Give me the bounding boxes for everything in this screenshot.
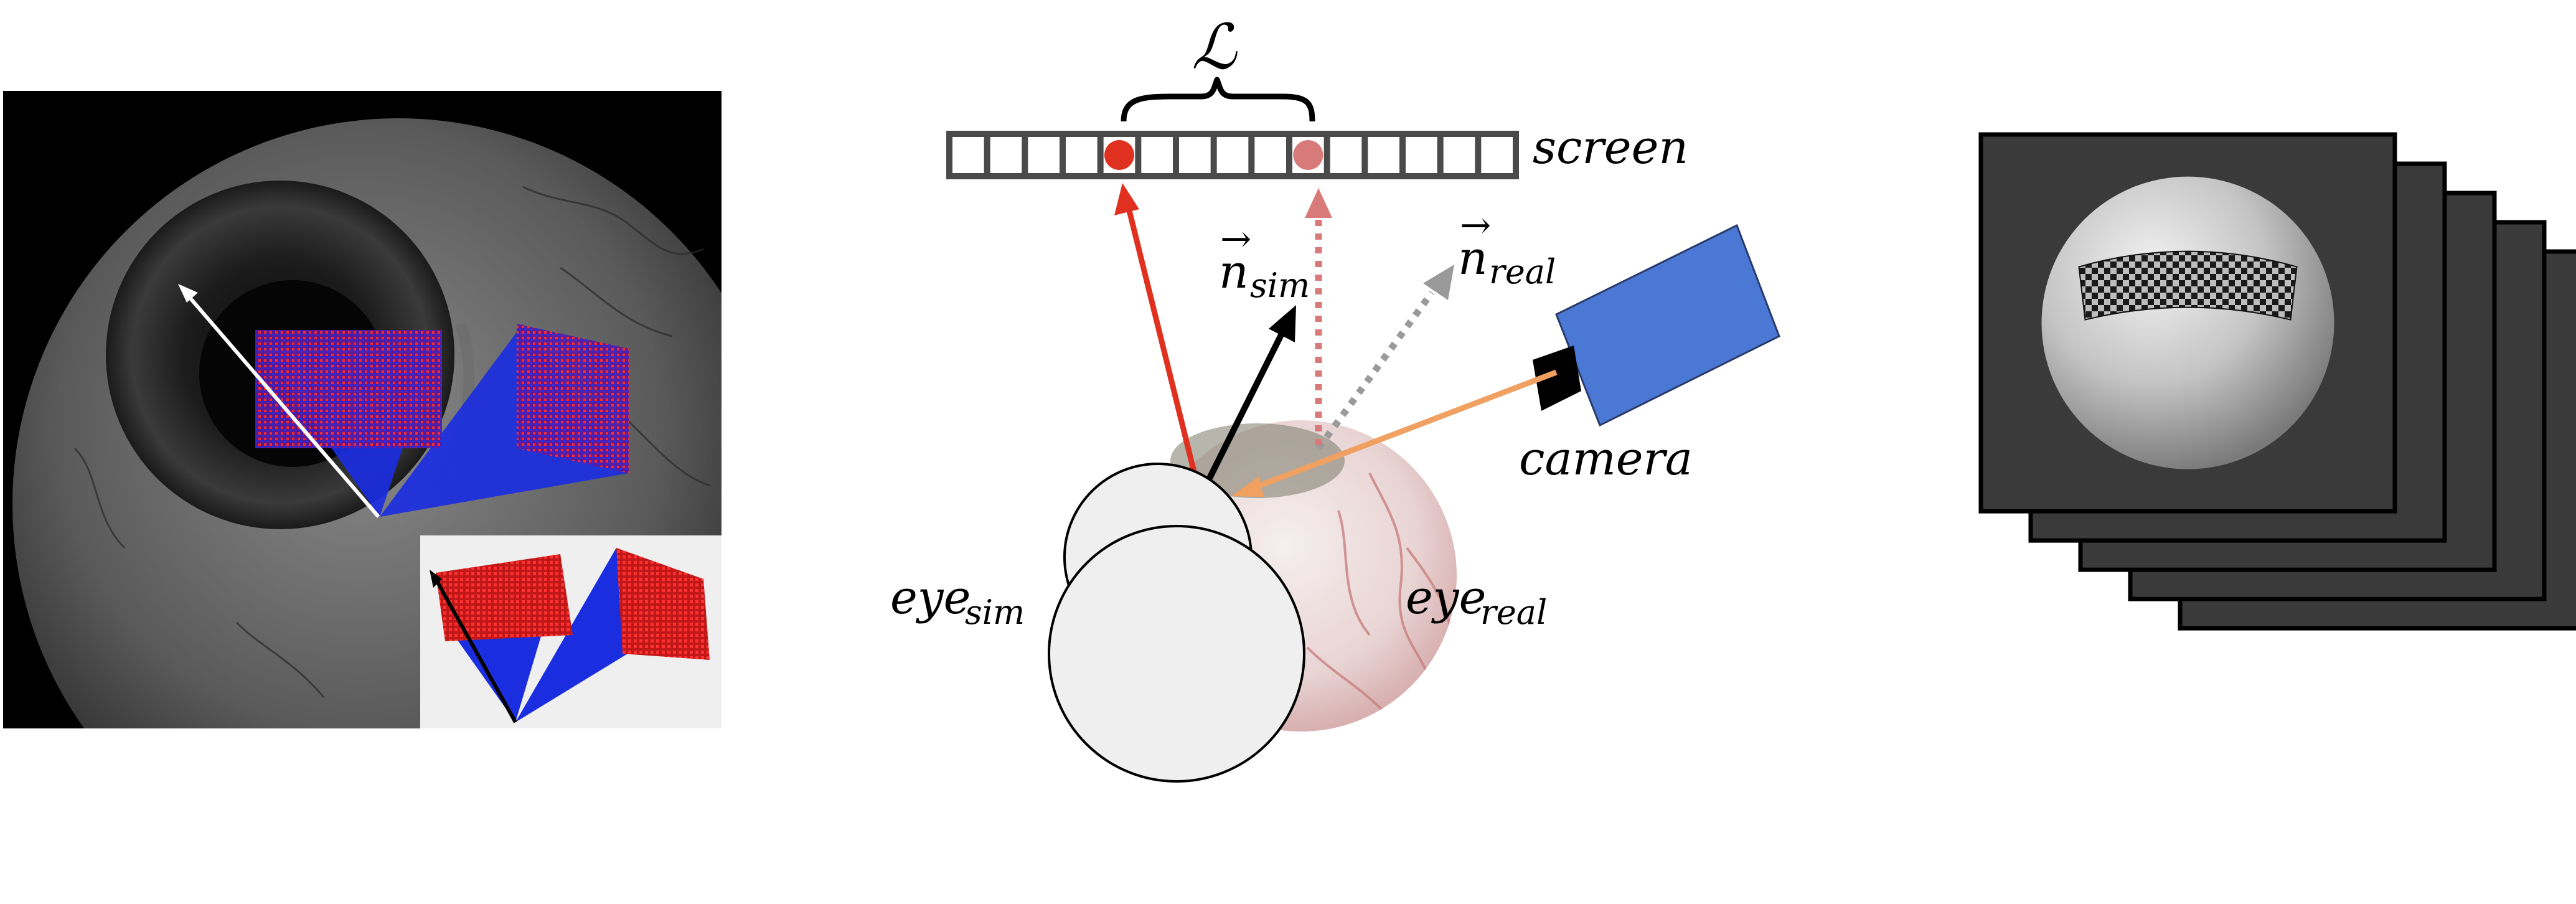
camera-ray bbox=[1250, 369, 1558, 492]
screen-label: screen bbox=[1533, 121, 1688, 174]
calibration-diagram: ℒ screen camera n bbox=[890, 11, 1780, 783]
blue-ray-fan-right bbox=[380, 324, 629, 517]
normal-sim-label: n → sim bbox=[1219, 217, 1310, 305]
screen-cell bbox=[1481, 137, 1513, 173]
simulated-eye bbox=[1048, 463, 1305, 783]
sim-ray-line bbox=[1125, 204, 1203, 498]
camera-label: camera bbox=[1519, 432, 1693, 486]
screen-cell bbox=[1141, 137, 1173, 173]
camera-lens bbox=[1533, 346, 1581, 411]
svg-text:eye: eye bbox=[1406, 571, 1486, 624]
svg-text:n: n bbox=[1458, 232, 1488, 285]
sim-eyeball-circle bbox=[1048, 525, 1305, 783]
render-sphere bbox=[2041, 176, 2334, 469]
normal-sim-head bbox=[1269, 305, 1296, 342]
screen-cell bbox=[1330, 137, 1362, 173]
screen-cell bbox=[952, 137, 984, 173]
normal-real-line bbox=[1315, 290, 1435, 451]
eye-photo-panel bbox=[3, 91, 722, 728]
sim-ray-head bbox=[1114, 183, 1139, 215]
svg-text:→: → bbox=[1220, 217, 1251, 261]
gaze-arrow-line bbox=[184, 291, 380, 518]
screen-cell bbox=[1216, 137, 1249, 173]
photo-veins bbox=[73, 186, 710, 698]
screen-cell bbox=[1028, 137, 1060, 173]
normal-real-label: n → real bbox=[1458, 204, 1556, 291]
svg-text:eye: eye bbox=[890, 571, 971, 624]
real-ray-head bbox=[1305, 188, 1332, 218]
real-hit-marker bbox=[1293, 140, 1323, 170]
sim-hit-marker bbox=[1104, 140, 1134, 170]
render-checker-pattern bbox=[2078, 250, 2298, 321]
camera bbox=[1533, 224, 1780, 427]
camera-body bbox=[1555, 224, 1780, 427]
pattern-inset bbox=[420, 535, 722, 728]
svg-text:real: real bbox=[1480, 593, 1547, 632]
projected-pattern-right bbox=[517, 324, 629, 473]
eye-real-label: eye real bbox=[1406, 571, 1547, 632]
screen-cell bbox=[1254, 137, 1286, 173]
normal-sim-line bbox=[1197, 328, 1287, 499]
svg-text:real: real bbox=[1489, 252, 1556, 291]
svg-text:n: n bbox=[1219, 245, 1249, 299]
loss-label: ℒ bbox=[1192, 11, 1238, 83]
eye-sim-label: eye sim bbox=[890, 571, 1025, 632]
camera-ray-head bbox=[1231, 476, 1264, 497]
screen-cell bbox=[1406, 137, 1437, 173]
screen-cell bbox=[1179, 137, 1211, 173]
svg-text:sim: sim bbox=[1250, 266, 1310, 305]
normal-real-head bbox=[1423, 265, 1454, 300]
screen-cell bbox=[990, 137, 1022, 173]
screen-cell bbox=[1066, 137, 1098, 173]
gaze-arrow-head bbox=[178, 284, 198, 303]
svg-text:→: → bbox=[1460, 204, 1491, 247]
rendered-frame-stack bbox=[1978, 132, 2576, 631]
loss-brace bbox=[1121, 77, 1315, 122]
screen-strip bbox=[946, 131, 1519, 179]
svg-text:sim: sim bbox=[965, 593, 1025, 632]
projected-pattern-left bbox=[255, 330, 442, 448]
screen-cell bbox=[1368, 137, 1399, 173]
screen-cell bbox=[1443, 137, 1475, 173]
